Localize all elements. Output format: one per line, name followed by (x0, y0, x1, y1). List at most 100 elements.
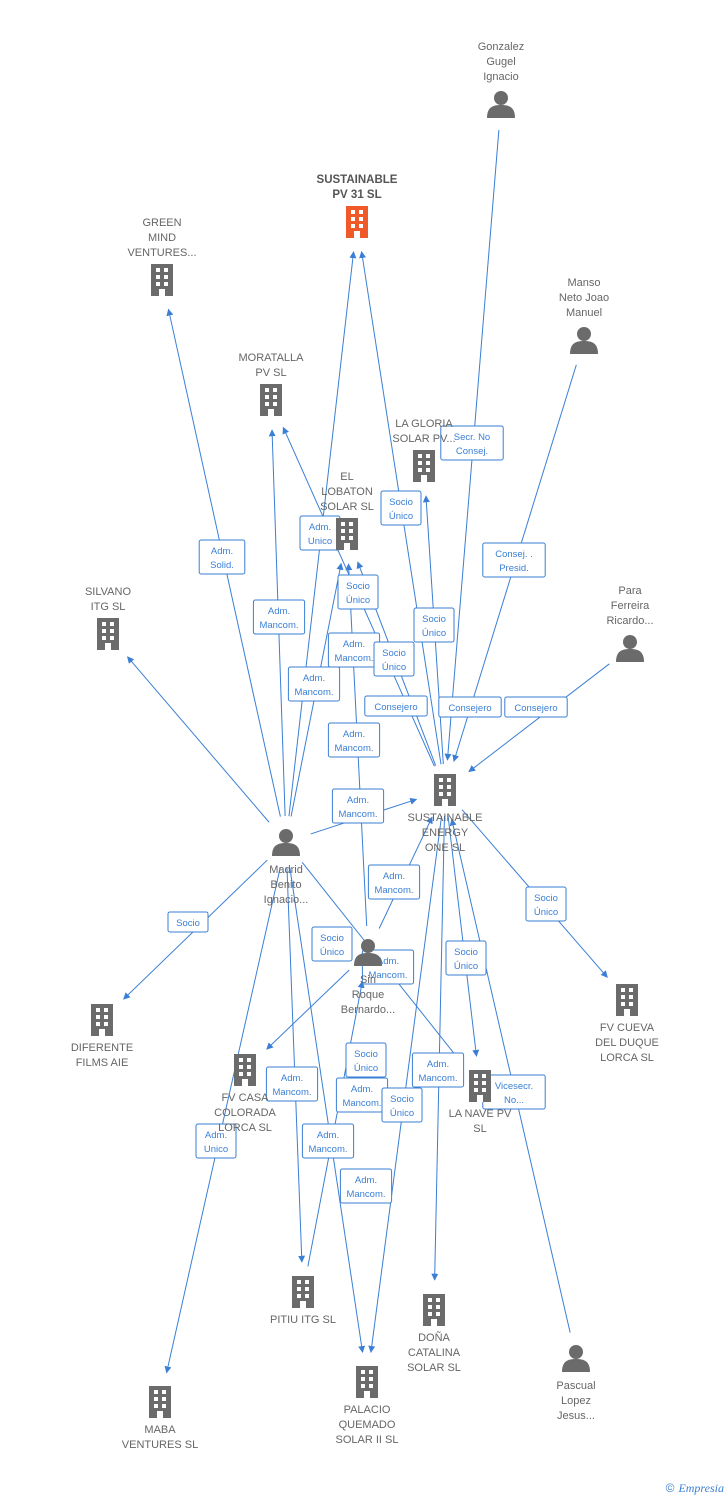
node-greenmind[interactable]: GREENMINDVENTURES... (127, 217, 197, 296)
node-label: MABA (144, 1424, 176, 1436)
building-icon (616, 984, 638, 1016)
node-label: EL (340, 471, 353, 483)
node-label: Neto Joao (559, 292, 609, 304)
person-icon (272, 829, 300, 856)
relation-label-text: Adm. (343, 639, 365, 650)
node-label: SOLAR PV... (392, 433, 455, 445)
relation-label-text: Adm. (309, 522, 331, 533)
relation-label: Adm.Mancom. (411, 1052, 465, 1088)
node-pascual[interactable]: PascualLopezJesus... (556, 1345, 596, 1422)
relation-label: Adm.Unico (299, 515, 341, 551)
copyright-icon: © (665, 1481, 675, 1495)
node-sinroque[interactable]: SinRoqueBernardo... (341, 939, 395, 1016)
edge-madrid-to-maba (164, 867, 281, 1374)
relation-label: Adm.Unico (195, 1123, 237, 1159)
relation-label-text: Presid. (499, 563, 529, 574)
node-label: Gugel (486, 56, 515, 68)
relation-label-text: Socio (320, 933, 344, 944)
relation-label: Vicesecr. No... (482, 1074, 546, 1110)
building-icon (149, 1386, 171, 1418)
relation-label-text: Mancom. (368, 970, 407, 981)
node-madrid[interactable]: MadridBenitoIgnacio... (264, 829, 309, 906)
relation-label-text: Consejero (374, 702, 417, 713)
relation-label-text: Socio (534, 893, 558, 904)
node-label: Pascual (556, 1380, 595, 1392)
building-icon (260, 384, 282, 416)
node-label: LORCA SL (600, 1052, 654, 1064)
node-label: Madrid (269, 864, 303, 876)
relation-label-text: Adm. (351, 1084, 373, 1095)
node-label: SOLAR II SL (336, 1434, 399, 1446)
node-para[interactable]: ParaFerreiraRicardo... (606, 585, 654, 662)
node-label: Roque (352, 989, 384, 1001)
relation-label-text: Único (389, 511, 413, 522)
relation-label-text: Socio (346, 581, 370, 592)
relation-label-text: Socio (354, 1049, 378, 1060)
node-label: Sin (360, 974, 376, 986)
relation-label-text: Unico (204, 1144, 228, 1155)
relation-label-text: Único (320, 947, 344, 958)
relation-label-text: Socio (422, 614, 446, 625)
edge-para-to-energyone (468, 663, 610, 773)
relation-label-text: Vicesecr. (495, 1081, 533, 1092)
node-label: Para (618, 585, 642, 597)
node-label: ITG SL (91, 601, 126, 613)
relation-label-text: Mancom. (334, 653, 373, 664)
node-maba[interactable]: MABA VENTURES SL (122, 1386, 198, 1451)
relation-label: Adm.Mancom. (287, 666, 341, 702)
node-label: Manso (567, 277, 600, 289)
node-label: Gonzalez (478, 41, 524, 53)
node-label: DEL DUQUE (595, 1037, 659, 1049)
node-label: SUSTAINABLE (317, 174, 398, 186)
relation-label-text: Adm. (281, 1073, 303, 1084)
relation-label-text: Mancom. (342, 1098, 381, 1109)
node-pitiu[interactable]: PITIU ITG SL (270, 1276, 336, 1326)
node-label: Benito (270, 879, 301, 891)
relation-label-text: Mancom. (334, 743, 373, 754)
relation-label: Adm.Mancom. (252, 599, 306, 635)
node-label: Ricardo... (606, 615, 653, 627)
relation-label: Consej. . Presid. (482, 542, 546, 578)
node-label: LA GLORIA (395, 418, 453, 430)
relation-label-text: Socio (390, 1094, 414, 1105)
relation-label-text: No... (504, 1095, 524, 1106)
node-label: VENTURES SL (122, 1439, 198, 1451)
node-silvano[interactable]: SILVANO ITG SL (85, 586, 131, 650)
node-label: SILVANO (85, 586, 131, 598)
building-icon (151, 264, 173, 296)
relation-label: Consejero (504, 696, 568, 718)
node-label: Jesus... (557, 1410, 595, 1422)
relation-label-text: Consej. . (495, 549, 533, 560)
relation-label-text: Mancom. (272, 1087, 311, 1098)
node-label: DIFERENTE (71, 1042, 133, 1054)
person-icon (562, 1345, 590, 1372)
relation-label-text: Socio (389, 497, 413, 508)
relation-label-text: Mancom. (374, 885, 413, 896)
building-icon (336, 518, 358, 550)
node-label: FV CASA (221, 1092, 269, 1104)
relation-label-text: Mancom. (308, 1144, 347, 1155)
relation-label-text: Consej. (456, 446, 488, 457)
building-icon (434, 774, 456, 806)
node-label: SOLAR SL (320, 501, 374, 513)
relation-label: Adm.Mancom. (367, 864, 421, 900)
node-label: QUEMADO (339, 1419, 396, 1431)
relation-label-text: Mancom. (418, 1073, 457, 1084)
node-lagloria[interactable]: LA GLORIA SOLAR PV... (392, 418, 456, 482)
node-label: DOÑA (418, 1331, 450, 1344)
relation-label-text: Solid. (210, 560, 234, 571)
